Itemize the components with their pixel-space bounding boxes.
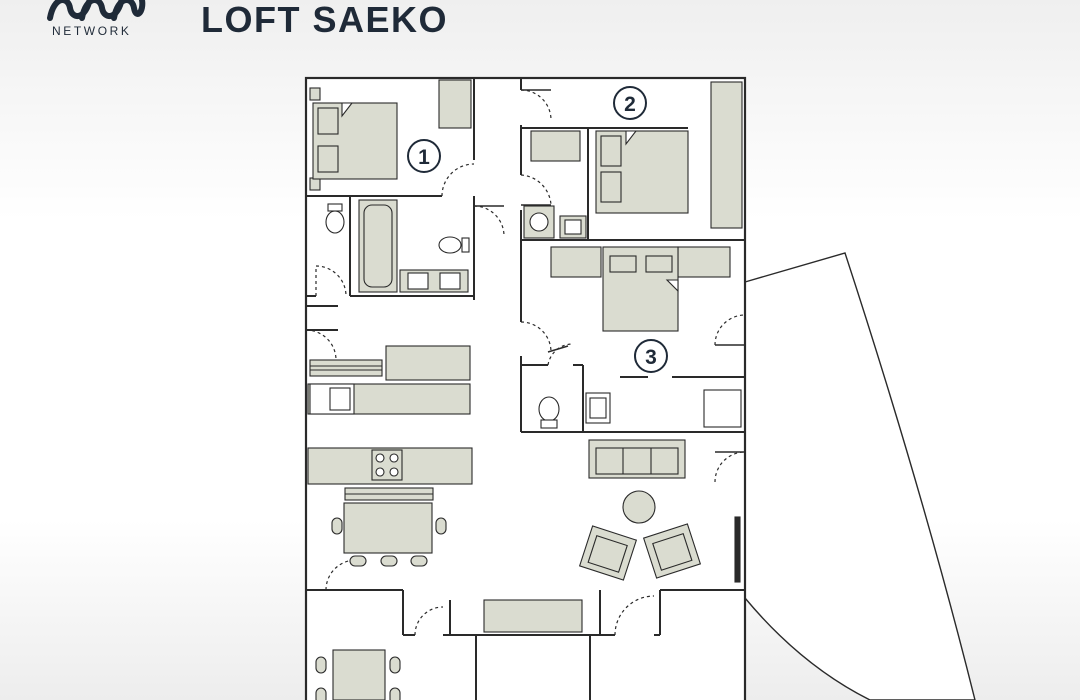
chair: [380, 555, 398, 567]
toilet: [538, 396, 560, 422]
shelf: [309, 359, 383, 377]
chair: [435, 517, 447, 535]
nightstand: [309, 87, 321, 101]
room-marker-2: 2: [613, 86, 647, 120]
interior-walls: [306, 78, 745, 700]
tv: [734, 516, 741, 583]
nightstand: [309, 177, 321, 191]
furniture: [307, 79, 743, 700]
shelf: [550, 246, 602, 278]
toilet: [438, 236, 462, 254]
toilet: [325, 210, 345, 234]
chair: [389, 656, 401, 674]
wardrobe: [438, 79, 472, 129]
console: [483, 599, 583, 633]
chair: [389, 687, 401, 700]
shelf: [677, 246, 731, 278]
room-marker-1: 1: [407, 139, 441, 173]
brand-logo: NETWORK: [42, 0, 152, 52]
logo-label: NETWORK: [52, 24, 132, 38]
chair: [315, 687, 327, 700]
shower: [703, 389, 742, 428]
windows: [305, 77, 741, 440]
stove: [371, 449, 403, 481]
room-number: 2: [624, 93, 636, 116]
chair: [349, 555, 367, 567]
chair: [410, 555, 428, 567]
room-number: 3: [645, 346, 657, 369]
chair: [331, 517, 343, 535]
coffee-table: [622, 490, 656, 524]
terrace: [744, 252, 976, 700]
chair: [315, 656, 327, 674]
dining-table: [332, 649, 386, 700]
counter: [385, 345, 471, 381]
room-marker-3: 3: [634, 339, 668, 373]
dining-table: [343, 502, 433, 554]
brand-logo-icon: [47, 0, 146, 21]
desk: [530, 130, 581, 162]
page-title: LOFT SAEKO: [201, 0, 448, 40]
room-number: 1: [418, 146, 430, 169]
wardrobe: [710, 81, 743, 229]
